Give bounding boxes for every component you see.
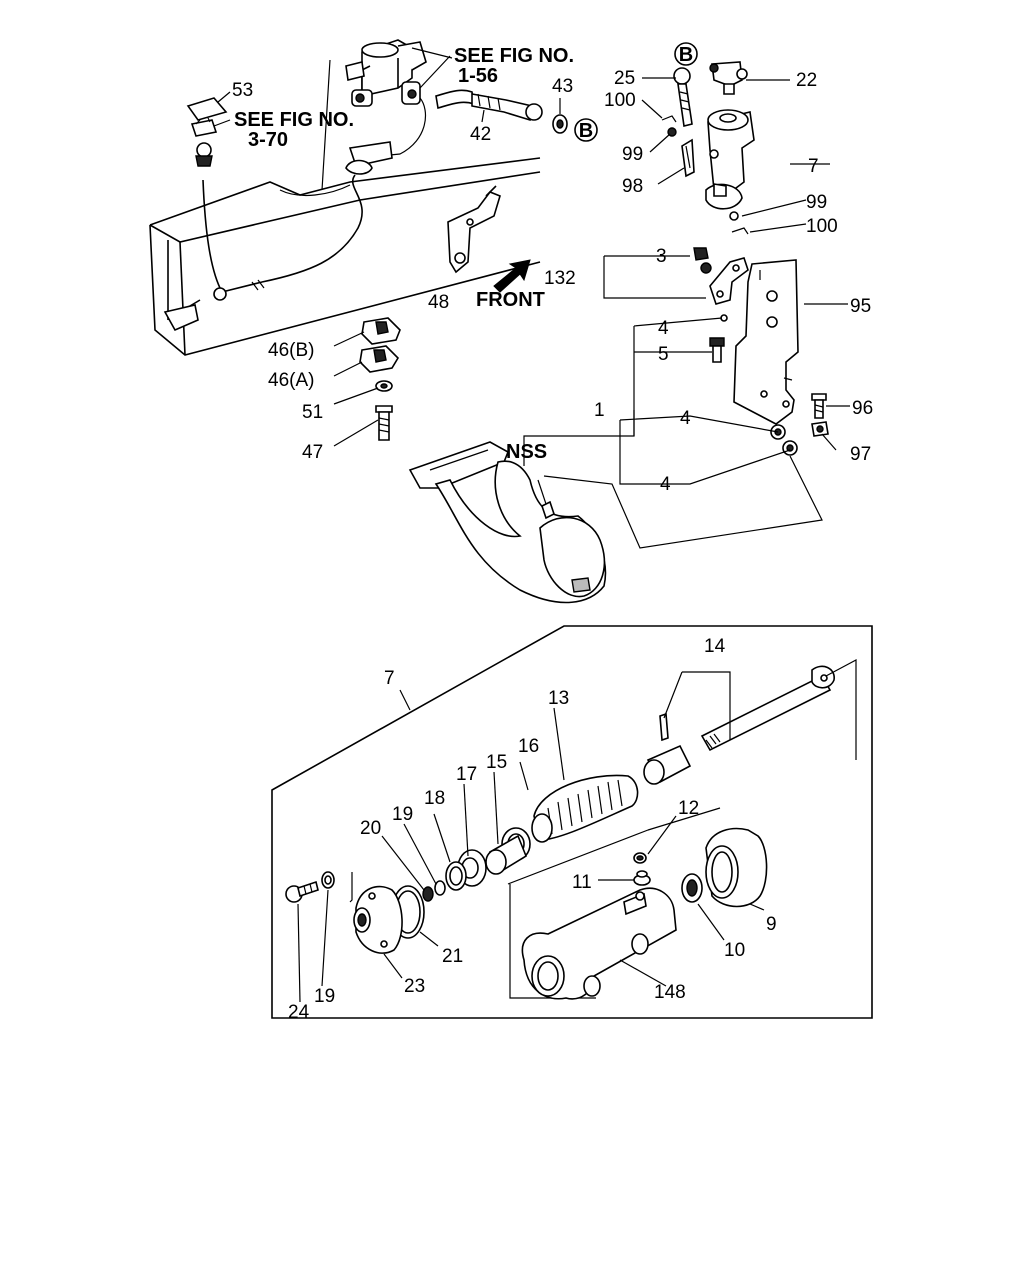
label-4-c: 4 [660, 474, 671, 495]
nss-label: NSS [506, 441, 547, 463]
label-5: 5 [658, 344, 669, 365]
label-4-b: 4 [680, 408, 691, 429]
clutch-cable [163, 174, 363, 332]
label-100-top: 100 [604, 90, 636, 111]
label-148: 148 [654, 982, 686, 1003]
label-19-outer: 19 [314, 986, 335, 1007]
clamp-46a [359, 345, 400, 373]
bracket-132 [709, 257, 749, 305]
label-132: 132 [544, 268, 576, 289]
label-23: 23 [404, 976, 425, 997]
washer-43 [552, 114, 568, 134]
front-arrow-icon [493, 259, 531, 293]
label-14: 14 [704, 636, 726, 657]
pipe-nss [408, 441, 607, 604]
label-7-detail: 7 [384, 668, 395, 689]
washer-19-outer [321, 871, 335, 889]
bracket-53 [186, 97, 228, 167]
washer-51 [375, 380, 393, 392]
label-99-top: 99 [622, 144, 643, 165]
label-51: 51 [302, 402, 323, 423]
front-label: FRONT [476, 289, 545, 311]
clip-98 [681, 138, 695, 178]
pin-100-bottom [731, 227, 749, 235]
bolt-47 [375, 405, 393, 441]
label-19-inner: 19 [392, 804, 413, 825]
label-4-a: 4 [658, 318, 669, 339]
see-fig-2-line2: 3-70 [248, 129, 288, 151]
see-fig-2-line1: SEE FIG NO. [234, 109, 354, 131]
label-46b: 46(B) [268, 340, 314, 361]
label-95: 95 [850, 296, 871, 317]
label-3: 3 [656, 246, 667, 267]
bolt-5 [709, 337, 725, 363]
bolt-96 [811, 393, 827, 419]
label-1: 1 [594, 400, 605, 421]
label-20: 20 [360, 818, 381, 839]
boot-13 [531, 774, 639, 843]
slave-cylinder-7 [705, 109, 755, 210]
label-17: 17 [456, 764, 477, 785]
washer-99-bottom [729, 211, 739, 221]
label-13: 13 [548, 688, 569, 709]
label-9: 9 [766, 914, 777, 935]
label-18: 18 [424, 788, 445, 809]
elbow-22 [709, 61, 748, 95]
hose-42 [435, 89, 543, 122]
see-fig-1-line2: 1-56 [458, 65, 498, 87]
label-96: 96 [852, 398, 873, 419]
chassis-frame-rail [149, 59, 541, 356]
circle-b-label-top: B [674, 42, 698, 66]
seal-18 [445, 861, 467, 891]
label-leaders [213, 77, 837, 1003]
cap-12 [633, 852, 647, 864]
label-47: 47 [302, 442, 323, 463]
nut-20 [422, 886, 434, 902]
nut-3 [693, 247, 712, 274]
cap-23 [349, 872, 403, 954]
bracket-95 [733, 259, 799, 425]
svg-text:B: B [579, 120, 593, 142]
bracket-48 [447, 185, 501, 274]
label-42: 42 [470, 124, 491, 145]
valve-assembly [345, 39, 427, 175]
clamp-46b [361, 317, 401, 345]
label-24: 24 [288, 1002, 310, 1023]
washers-4 [720, 314, 798, 456]
label-25: 25 [614, 68, 635, 89]
circle-b-label-mid: B [574, 118, 598, 142]
label-16: 16 [518, 736, 539, 757]
pin-100-top [661, 115, 677, 123]
label-99-bottom: 99 [806, 192, 827, 213]
label-15: 15 [486, 752, 507, 773]
label-21: 21 [442, 946, 463, 967]
label-97: 97 [850, 444, 871, 465]
bleeder-11 [633, 870, 651, 886]
boot-9 [705, 827, 768, 908]
washer-19-inner [434, 880, 446, 896]
piston-15 [485, 834, 527, 875]
label-10: 10 [724, 940, 745, 961]
label-98: 98 [622, 176, 643, 197]
label-48: 48 [428, 292, 449, 313]
see-fig-1-line1: SEE FIG NO. [454, 45, 574, 67]
bolt-25 [673, 67, 693, 127]
label-43: 43 [552, 76, 573, 97]
push-rod-14 [643, 659, 857, 785]
label-12: 12 [678, 798, 699, 819]
seal-10 [681, 873, 703, 903]
label-53: 53 [232, 80, 253, 101]
leader-lines-right [523, 163, 850, 549]
label-11: 11 [572, 872, 592, 893]
label-46a: 46(A) [268, 370, 314, 391]
label-22: 22 [796, 70, 817, 91]
bolt-24 [285, 880, 319, 903]
label-100-bottom: 100 [806, 216, 838, 237]
cylinder-body-148 [521, 887, 677, 1000]
nut-97 [811, 421, 829, 437]
label-7-top: 7 [808, 156, 819, 177]
svg-text:B: B [679, 44, 693, 66]
